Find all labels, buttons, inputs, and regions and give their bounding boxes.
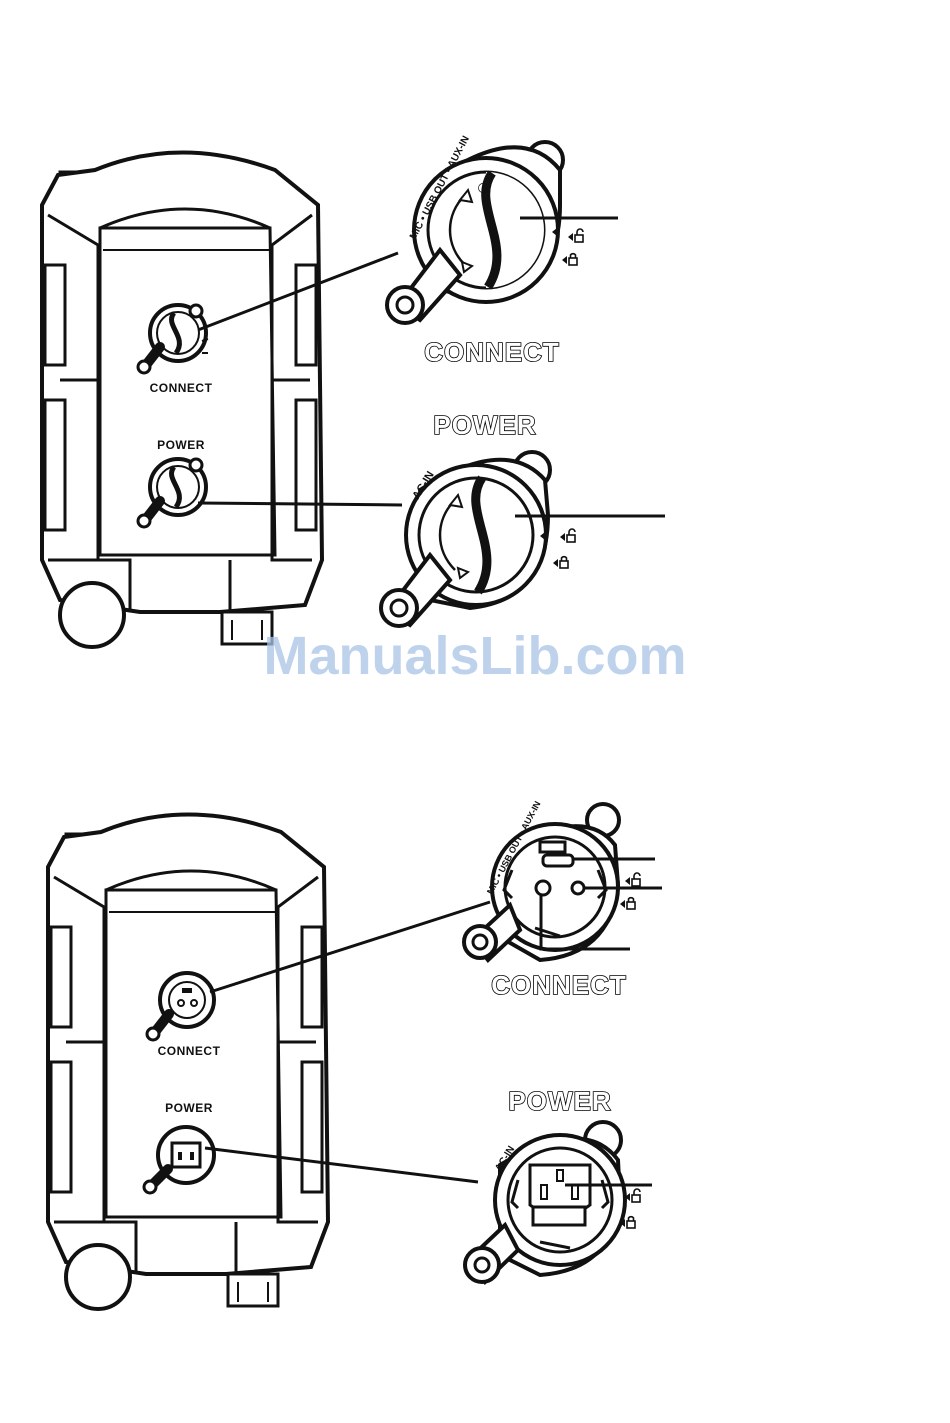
small-connect-label-b: CONNECT — [158, 1044, 221, 1058]
small-power-label-b: POWER — [165, 1101, 213, 1115]
unlock-icon — [560, 529, 575, 542]
lock-icon — [553, 557, 568, 568]
small-connect-label: CONNECT — [150, 381, 213, 395]
power-label-bottom: POWER — [508, 1086, 611, 1116]
power-label-top: POWER — [433, 410, 536, 440]
connect-cap-closed: ⓘ MIC • USB OUT • AUX-IN — [387, 134, 563, 323]
watermark: ManualsLib.com — [0, 625, 950, 687]
lock-icon — [620, 898, 635, 909]
small-power-label: POWER — [157, 438, 205, 452]
unlock-icon — [625, 1189, 640, 1202]
lock-icon — [562, 254, 577, 265]
leader-power-top — [198, 503, 402, 505]
unlock-icon — [625, 873, 640, 886]
connect-label-top: CONNECT — [424, 337, 560, 367]
power-port-open: AC-IN — [465, 1122, 625, 1282]
mic-jack — [536, 881, 550, 895]
svg-text:ⓘ: ⓘ — [478, 182, 488, 195]
usb-port — [543, 855, 573, 866]
speaker-bottom — [48, 815, 328, 1310]
aux-jack — [572, 882, 584, 894]
connect-label-bottom: CONNECT — [491, 970, 627, 1000]
unlock-icon — [568, 229, 583, 242]
power-cap-closed: AC-IN — [381, 452, 550, 626]
speaker-top — [42, 153, 322, 648]
